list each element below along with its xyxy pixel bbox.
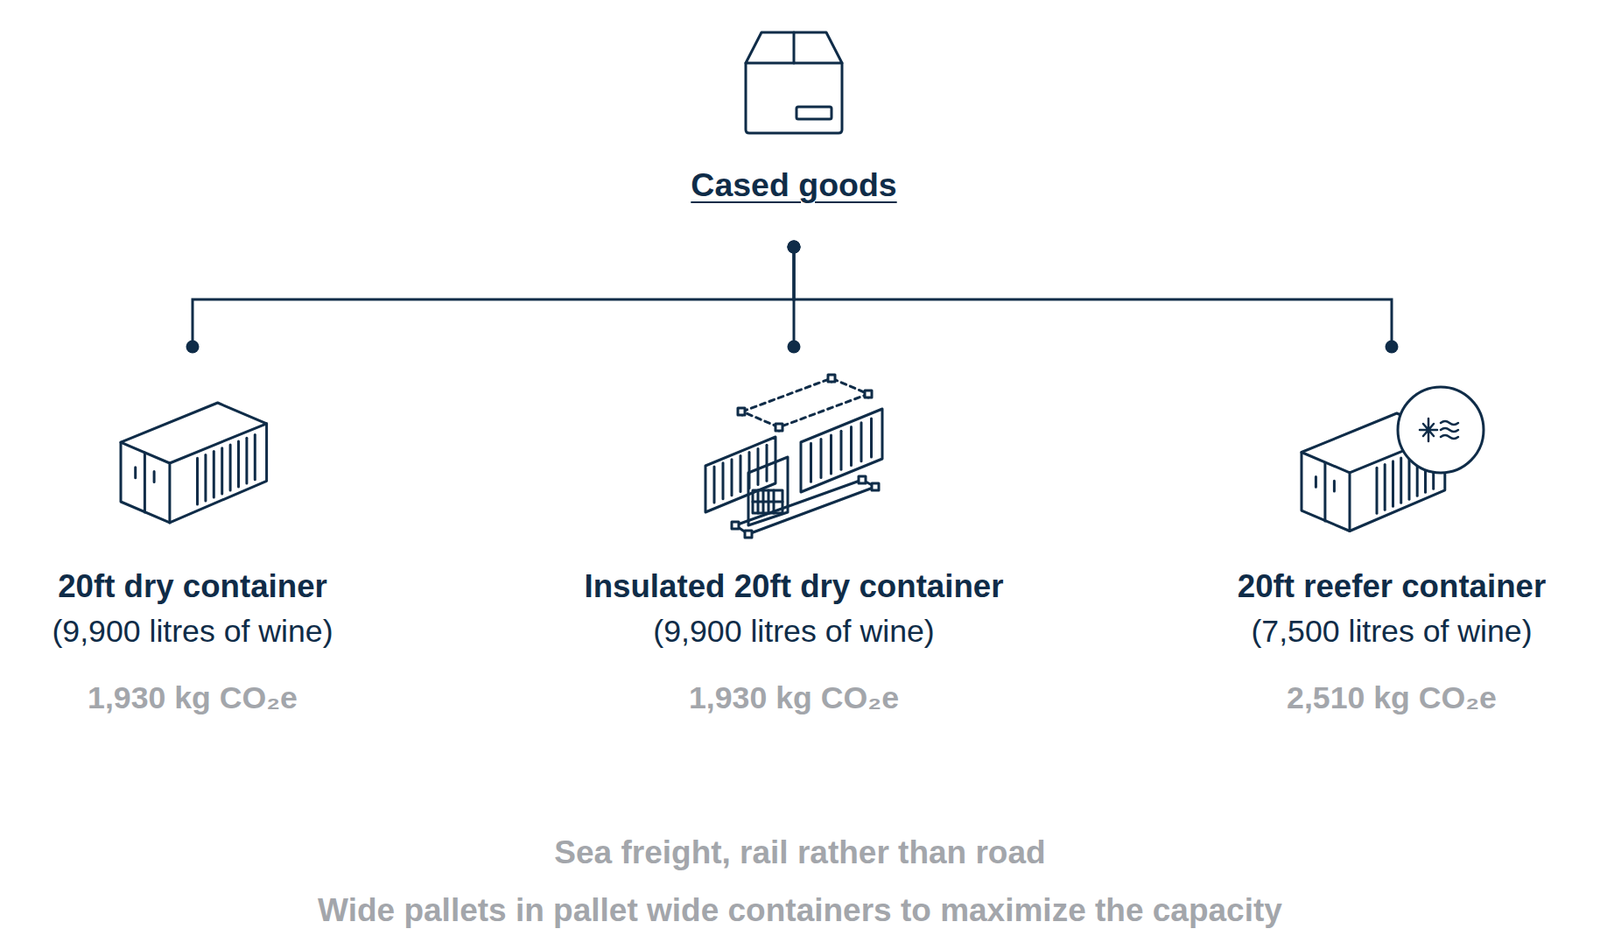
note-text: Sea freight, rail rather than road xyxy=(0,831,1600,874)
container-node: 20ft dry container(9,900 litres of wine)… xyxy=(0,346,386,732)
dry-container-icon xyxy=(120,402,267,523)
heading: Cased goods xyxy=(662,163,926,206)
note-text: Wide pallets in pallet wide containers t… xyxy=(0,889,1600,932)
connector-dot xyxy=(787,240,801,254)
connector-dot xyxy=(1385,340,1399,354)
emissions: 1,930 kg CO₂e xyxy=(575,673,1013,722)
tree-connector xyxy=(793,246,1392,347)
insulated-container-icon xyxy=(705,374,883,538)
emissions: 1,930 kg CO₂e xyxy=(0,673,386,722)
node-title: 20ft dry container xyxy=(0,565,386,608)
refrigeration-badge xyxy=(1397,386,1484,473)
container-node: Insulated 20ft dry container(9,900 litre… xyxy=(575,346,1013,732)
capacity: (9,900 litres of wine) xyxy=(0,607,386,655)
node-title: Insulated 20ft dry container xyxy=(575,565,1013,608)
capacity: (7,500 litres of wine) xyxy=(1199,607,1585,655)
capacity: (9,900 litres of wine) xyxy=(575,607,1013,655)
connector-dot xyxy=(787,240,801,254)
category-node: Cased goods xyxy=(662,26,926,247)
emissions: 2,510 kg CO₂e xyxy=(1199,673,1585,722)
box-icon xyxy=(745,32,843,134)
container-node: 20ft reefer container(7,500 litres of wi… xyxy=(1199,346,1585,732)
connector-dot xyxy=(186,340,200,354)
connector-dot xyxy=(787,340,801,354)
node-title: 20ft reefer container xyxy=(1199,565,1585,608)
reefer-container-icon xyxy=(1301,413,1446,532)
connector-dot xyxy=(787,240,801,254)
tree-connector xyxy=(192,246,794,347)
